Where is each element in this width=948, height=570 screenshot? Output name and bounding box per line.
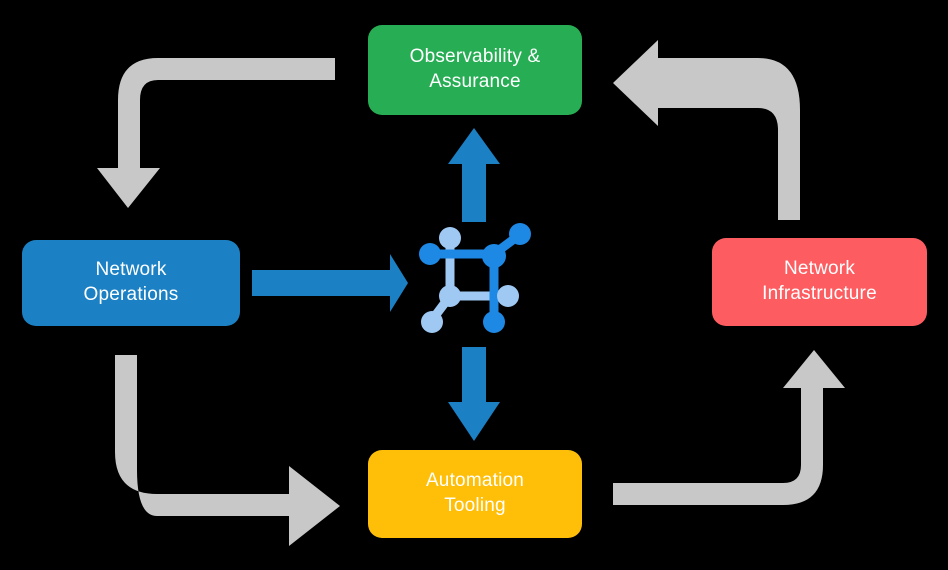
- node-network-infrastructure[interactable]: Network Infrastructure: [712, 238, 927, 326]
- arrow-observability-to-operations: [97, 58, 335, 208]
- arrow-infrastructure-to-observability-final: [613, 40, 800, 220]
- node-automation-tooling[interactable]: Automation Tooling: [368, 450, 582, 538]
- arrow-center-to-automation: [448, 347, 500, 441]
- arrow-infrastructure-to-observability: [615, 44, 820, 220]
- node-network-operations[interactable]: Network Operations: [22, 240, 240, 326]
- arrow-automation-to-infrastructure: [613, 350, 845, 505]
- arrow-center-to-observability: [448, 128, 500, 222]
- arrow-operations-to-automation: [115, 355, 340, 546]
- arrow-operations-to-center: [252, 254, 408, 312]
- network-topology-icon: [419, 223, 531, 333]
- node-observability-assurance[interactable]: Observability & Assurance: [368, 25, 582, 115]
